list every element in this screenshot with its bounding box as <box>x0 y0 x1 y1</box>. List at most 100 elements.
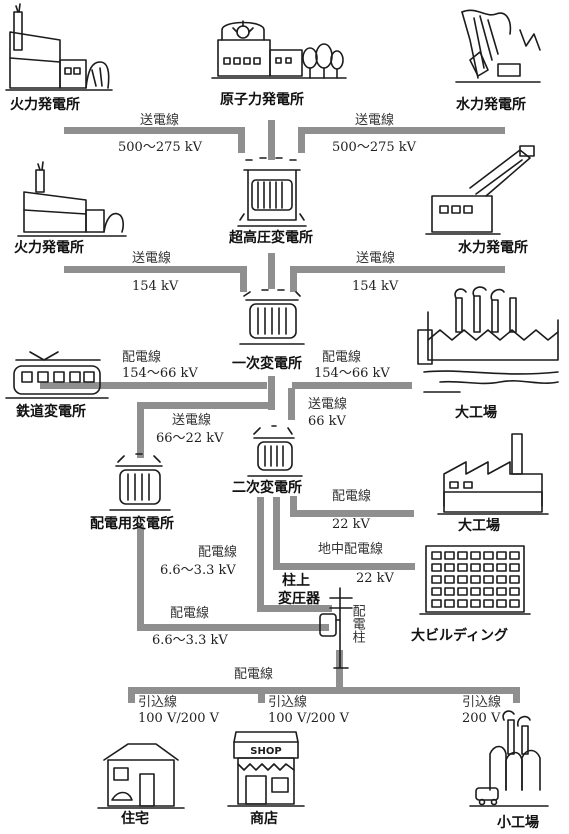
line-to-dist-sub-h <box>137 402 275 409</box>
house-icon <box>97 743 185 809</box>
hydro-plant-mid-icon <box>425 145 535 235</box>
line-to-pole-h <box>257 605 332 612</box>
line-underground-v <box>273 497 280 570</box>
large-building-label: 大ビルディング <box>411 628 509 644</box>
tl-left-mid-label: 送電線 <box>132 251 172 266</box>
large-factory-1-label: 大工場 <box>455 405 497 421</box>
line-mid-center <box>268 253 275 289</box>
large-building-icon <box>419 545 531 615</box>
distribution-substation-icon <box>109 453 171 511</box>
line-dist-lower-h <box>137 624 329 631</box>
dl-factory1-label: 配電線 <box>322 350 362 365</box>
line-pole-to-bottom <box>336 650 343 690</box>
residence-label: 住宅 <box>121 811 149 827</box>
line-to-dist-sub-v <box>137 402 144 458</box>
dl-factory2-voltage: 22 kV <box>332 517 370 532</box>
tl-secondary-left-voltage: 66～22 kV <box>156 431 224 446</box>
dl-pole-voltage: 6.6～3.3 kV <box>160 563 236 578</box>
utility-pole-label: 配電柱 <box>349 604 365 643</box>
shop-icon <box>227 731 305 807</box>
service-house-voltage: 100 V/200 V <box>138 711 220 726</box>
secondary-substation-label: 二次変電所 <box>232 480 302 496</box>
dl-rail-voltage: 154～66 kV <box>122 366 198 381</box>
tl-right-top-label: 送電線 <box>355 113 395 128</box>
tl-left-mid-voltage: 154 kV <box>132 279 179 294</box>
line-top-left <box>64 127 245 134</box>
dl-factory2-label: 配電線 <box>332 489 372 504</box>
pole-transformer-label-1: 柱上 <box>282 573 310 589</box>
service-house-label: 引込線 <box>138 695 178 710</box>
tl-right-mid-voltage: 154 kV <box>352 279 399 294</box>
large-factory-2-icon <box>437 433 549 515</box>
tl-left-top-voltage: 500～275 kV <box>118 140 203 155</box>
line-mid-left-drop <box>240 266 247 292</box>
shop-label: 商店 <box>250 811 278 827</box>
thermal-plant-top-label: 火力発電所 <box>10 97 80 113</box>
line-bottom <box>128 687 520 694</box>
line-dist-lower-v <box>137 525 144 631</box>
service-small-voltage: 200 V <box>462 711 501 726</box>
hydro-plant-mid-label: 水力発電所 <box>458 240 528 256</box>
dl-lower-voltage: 6.6～3.3 kV <box>152 633 228 648</box>
pole-transformer-label-2: 変圧器 <box>278 591 320 607</box>
line-top-right <box>298 127 505 134</box>
dl-rail-label: 配電線 <box>122 350 162 365</box>
thermal-plant-mid-icon <box>17 161 127 237</box>
small-factory-icon <box>469 710 549 807</box>
small-factory-label: 小工場 <box>497 815 539 831</box>
line-factory2-h <box>290 510 414 517</box>
service-small-label: 引込線 <box>462 695 502 710</box>
line-mid-right <box>290 266 505 273</box>
shop-sign: SHOP <box>250 746 281 757</box>
line-top-right-drop <box>298 127 305 153</box>
line-factory2-v <box>290 496 297 514</box>
line-to-pole-v <box>257 497 264 612</box>
underground-dl-voltage: 22 kV <box>356 571 394 586</box>
train-icon <box>5 351 109 399</box>
dl-factory1-voltage: 154～66 kV <box>314 366 390 381</box>
line-top-center-drop <box>268 120 275 160</box>
line-factory1 <box>292 382 412 389</box>
line-primary-down <box>268 376 275 410</box>
tl-left-top-label: 送電線 <box>140 113 180 128</box>
line-bottom-drop-shop <box>258 687 265 703</box>
line-mid-right-drop <box>290 266 297 292</box>
tl-right-top-voltage: 500～275 kV <box>332 140 417 155</box>
hydro-plant-top-label: 水力発電所 <box>456 97 526 113</box>
secondary-substation-icon <box>247 425 303 477</box>
dl-pole-label: 配電線 <box>198 545 238 560</box>
line-bottom-drop-house <box>128 687 135 703</box>
large-factory-1-icon <box>417 286 559 393</box>
thermal-plant-icon <box>5 3 113 91</box>
line-rail <box>40 382 267 389</box>
dl-lower-label: 配電線 <box>170 606 210 621</box>
service-shop-label: 引込線 <box>268 695 308 710</box>
primary-substation-icon <box>239 289 305 345</box>
nuclear-plant-icon <box>211 20 347 79</box>
dl-bottom-label: 配電線 <box>234 667 274 682</box>
primary-substation-label: 一次変電所 <box>232 356 302 372</box>
hydro-plant-icon <box>455 9 541 83</box>
tl-right-mid-label: 送電線 <box>356 251 396 266</box>
ultra-high-substation-icon <box>237 157 307 227</box>
line-top-left-drop <box>238 127 245 153</box>
tl-secondary-right-label: 送電線 <box>308 397 348 412</box>
power-lines <box>40 120 520 703</box>
thermal-plant-mid-label: 火力発電所 <box>14 240 84 256</box>
nuclear-plant-label: 原子力発電所 <box>220 92 304 108</box>
large-factory-2-label: 大工場 <box>458 518 500 534</box>
service-shop-voltage: 100 V/200 V <box>268 711 350 726</box>
railway-substation-label: 鉄道変電所 <box>16 404 86 420</box>
line-underground-h <box>273 563 415 570</box>
underground-dl-label: 地中配電線 <box>318 542 384 557</box>
utility-pole-icon <box>319 587 353 669</box>
distribution-substation-label: 配電用変電所 <box>90 516 174 532</box>
line-mid-left <box>64 266 247 273</box>
tl-secondary-right-voltage: 66 kV <box>308 414 346 429</box>
line-to-secondary-v <box>288 388 295 420</box>
tl-secondary-left-label: 送電線 <box>172 413 212 428</box>
line-bottom-drop-small <box>513 687 520 703</box>
ultra-high-substation-label: 超高圧変電所 <box>229 230 313 246</box>
